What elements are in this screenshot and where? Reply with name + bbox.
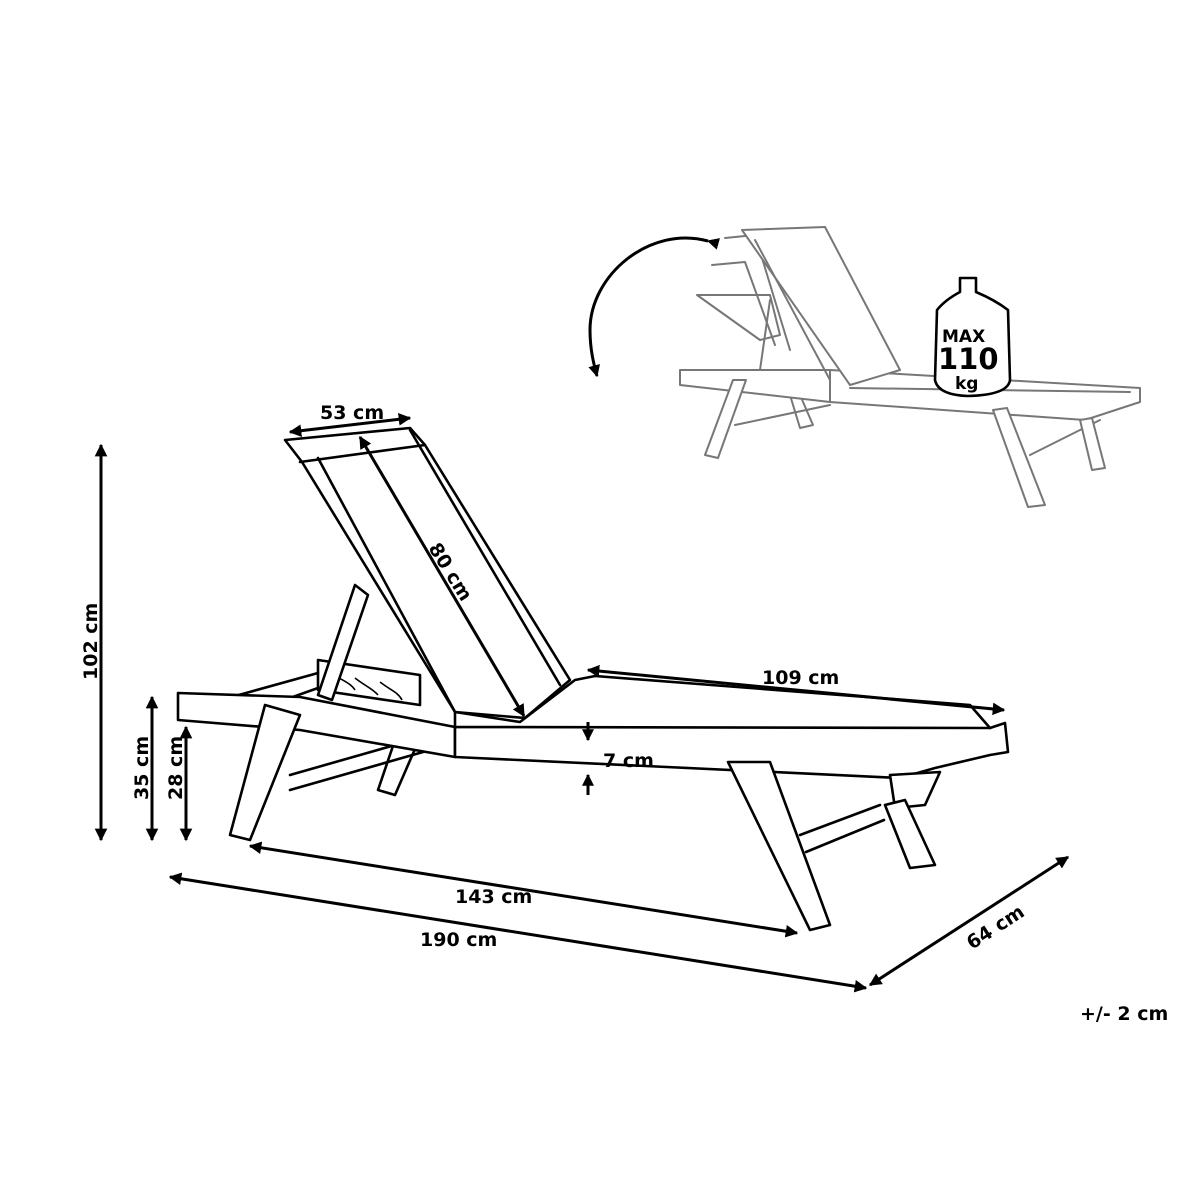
dimension-lines bbox=[94, 413, 1070, 993]
seat-thickness-label: 7 cm bbox=[603, 750, 654, 772]
backrest-width-label: 53 cm bbox=[320, 402, 384, 424]
total-width-label: 64 cm bbox=[963, 901, 1029, 954]
max-load-unit: kg bbox=[955, 374, 978, 394]
max-load-value: 110 bbox=[938, 342, 999, 376]
max-load-weight-icon: MAX 110 kg bbox=[933, 276, 1012, 398]
max-label: MAX bbox=[942, 327, 985, 347]
recline-preview-illustration bbox=[588, 226, 1141, 508]
leg-span-label: 143 cm bbox=[455, 886, 532, 908]
seat-height-label: 28 cm bbox=[165, 736, 187, 800]
seat-length-label: 109 cm bbox=[762, 667, 839, 689]
total-length-label: 190 cm bbox=[420, 929, 497, 951]
total-height-label: 102 cm bbox=[80, 603, 102, 680]
tolerance-note: +/- 2 cm bbox=[1080, 1003, 1168, 1025]
armrest-height-label: 35 cm bbox=[131, 736, 153, 800]
